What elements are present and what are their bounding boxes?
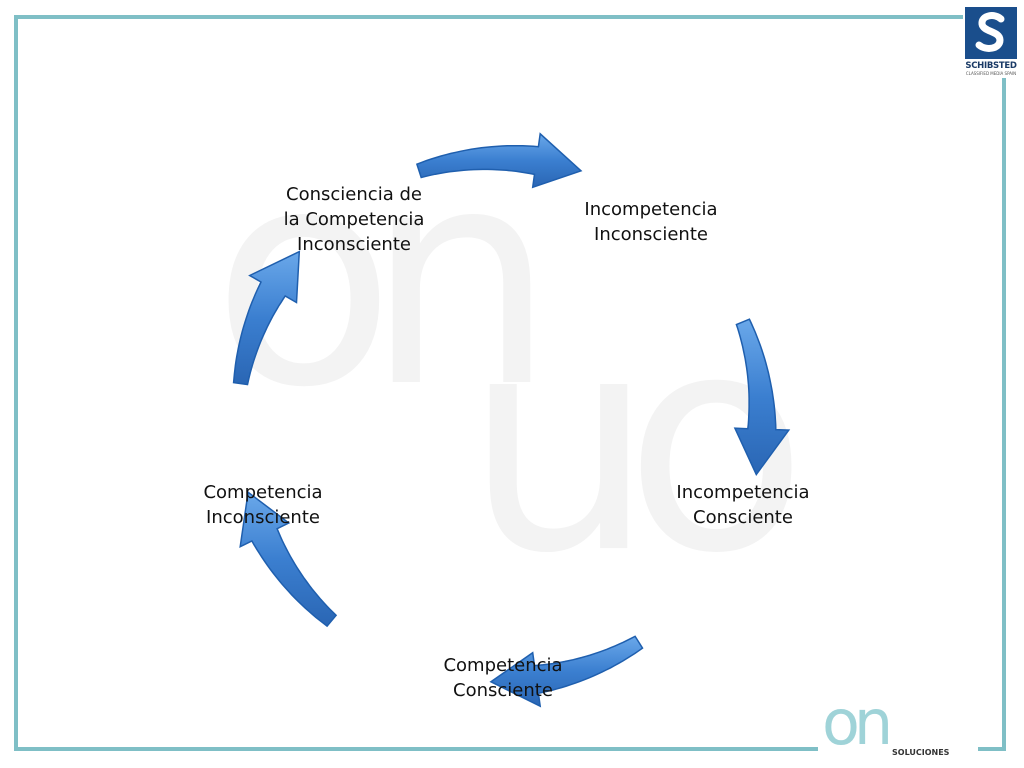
cycle-arrow-5-curved-arrow-icon [232, 250, 301, 386]
stage-incompetencia-consciente: Incompetencia Consciente [676, 482, 810, 528]
cycle-arrow-4-curved-arrow-icon [239, 490, 338, 628]
schibsted-brand: SCHIBSTED [965, 61, 1017, 71]
stage-competencia-consciente: Competencia Consciente [443, 655, 563, 701]
soluciones-text: SOLUCIONES [892, 748, 950, 757]
stage-competencia-inconsciente: Competencia Inconsciente [203, 482, 323, 528]
schibsted-logo: SCHIBSTED CLASSIFIED MEDIA SPAIN [963, 6, 1019, 78]
cycle-arrow-1-curved-arrow-icon [415, 132, 583, 189]
slide-frame [14, 15, 1006, 751]
on-soluciones-logo: on SOLUCIONES [818, 692, 978, 764]
stage-consciencia-competencia-inconsciente: Consciencia de la Competencia Inconscien… [283, 184, 425, 255]
schibsted-s-icon [965, 7, 1017, 59]
stage-incompetencia-inconsciente: Incompetencia Inconsciente [584, 199, 718, 245]
on-logo-mark: on [822, 686, 893, 759]
cycle-arrow-3-curved-arrow-icon [489, 635, 644, 708]
schibsted-tagline: CLASSIFIED MEDIA SPAIN [965, 71, 1017, 76]
cycle-arrow-2-curved-arrow-icon [733, 318, 791, 476]
